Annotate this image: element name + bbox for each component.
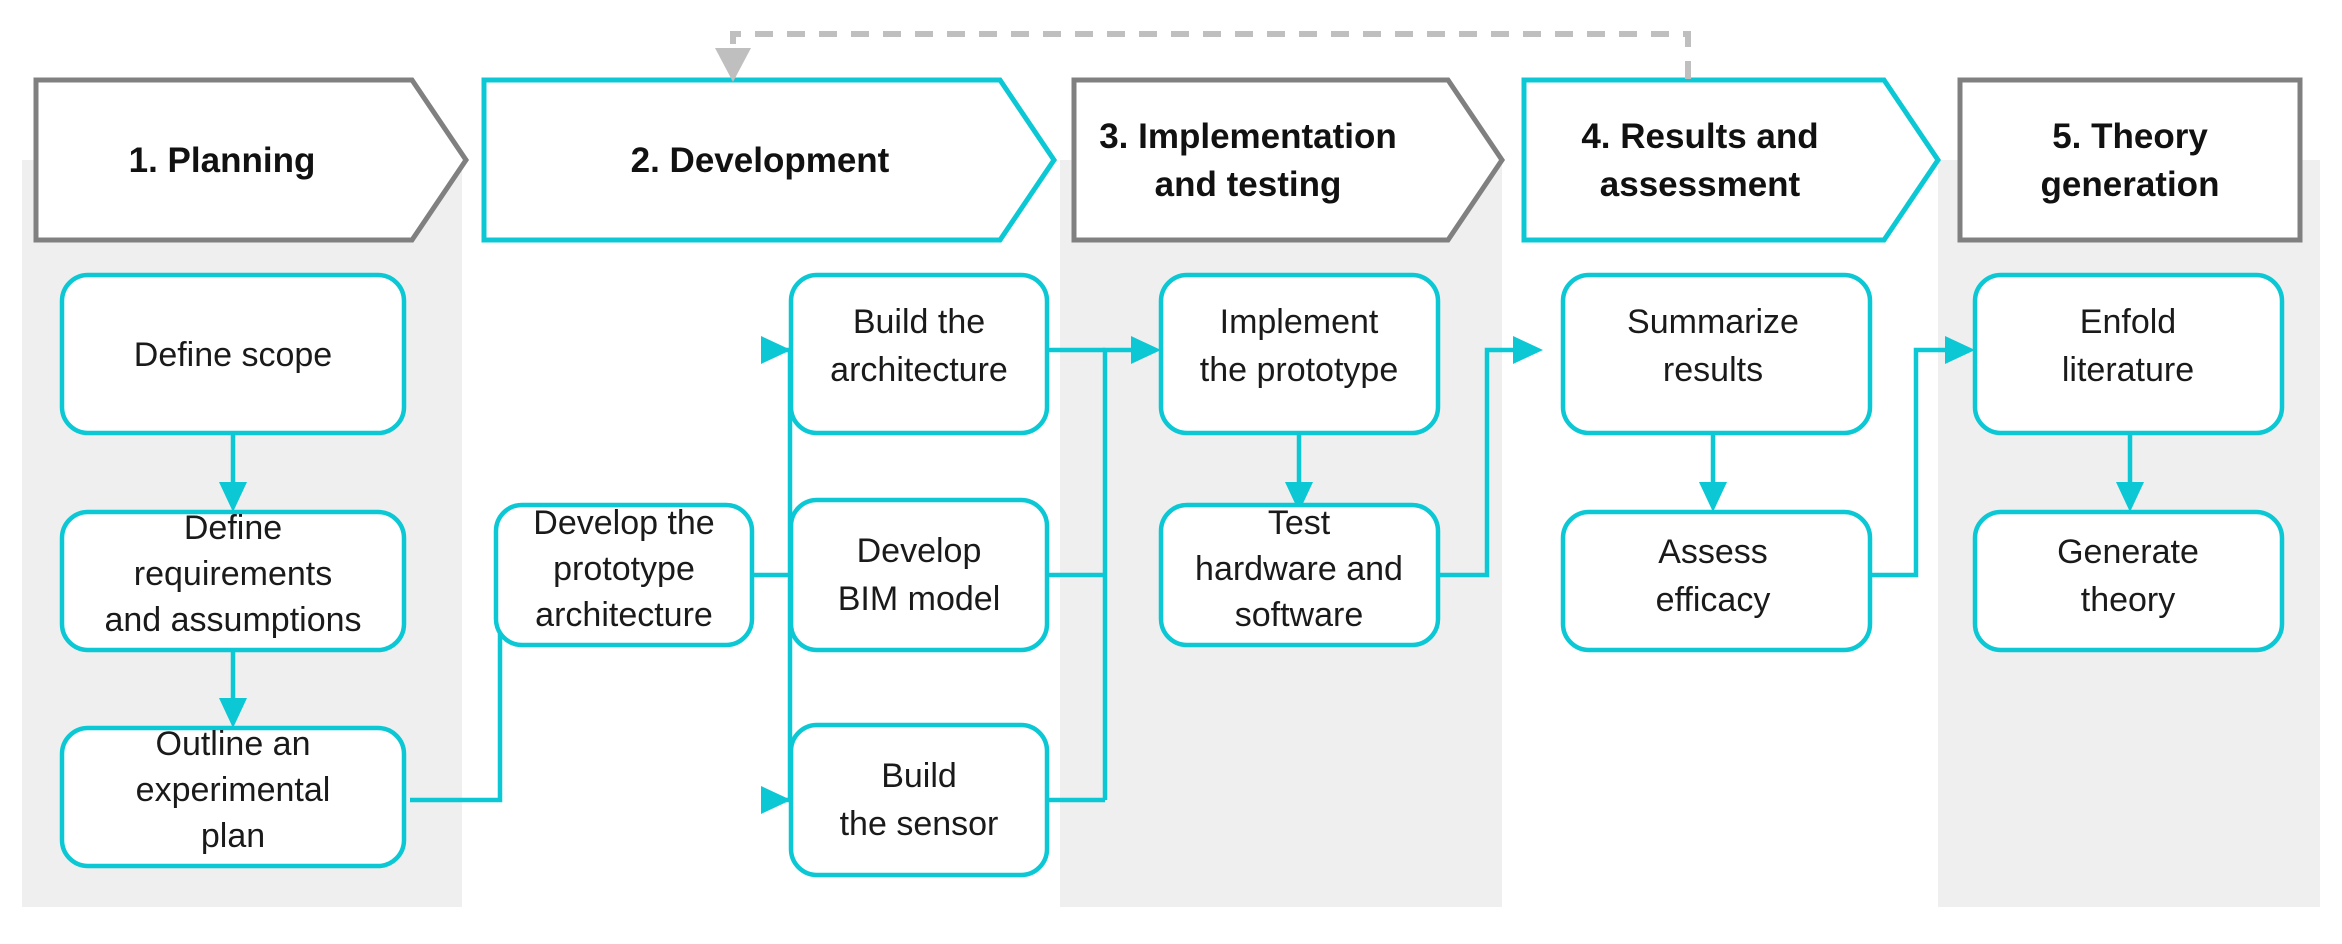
task-label-summarize-results-line-1: Summarize <box>1627 303 1799 341</box>
task-label-implement-prototype-line-2: the prototype <box>1200 351 1398 389</box>
task-box-summarize-results <box>1560 272 1873 436</box>
phase-chevron-implementation <box>1071 77 1506 243</box>
task-box-test-hw-sw <box>1158 502 1441 648</box>
task-summarize-results[interactable]: Summarize results <box>1560 272 1873 436</box>
task-box-develop-bim <box>788 497 1050 653</box>
arrowhead-icon-develop-to-sensor <box>761 786 791 814</box>
phase-header-development[interactable]: 2. Development <box>481 77 1058 243</box>
phase-header-theory[interactable]: 5. Theory generation <box>1957 77 2303 243</box>
arrowhead-icon-summarize-to-assess <box>1699 482 1727 512</box>
task-define-requirements[interactable]: Define requirements and assumptions <box>59 509 407 653</box>
task-develop-bim[interactable]: Develop BIM model <box>788 497 1050 653</box>
task-label-define-requirements-line-3: and assumptions <box>104 601 361 639</box>
task-enfold-literature[interactable]: Enfold literature <box>1972 272 2285 436</box>
connector-test-to-summarize <box>1438 347 1523 578</box>
task-label-define-requirements-line-2: requirements <box>134 555 332 593</box>
connector-develop-to-sensor <box>771 575 793 803</box>
phase-label-planning: 1. Planning <box>129 141 316 180</box>
task-box-build-architecture <box>788 272 1050 436</box>
task-develop-architecture[interactable]: Develop the prototype architecture <box>493 502 755 648</box>
task-assess-efficacy[interactable]: Assess efficacy <box>1560 509 1873 653</box>
phase-label-implementation-line-2: and testing <box>1155 165 1342 204</box>
task-box-implement-prototype <box>1158 272 1441 436</box>
phase-header-planning[interactable]: 1. Planning <box>33 77 470 243</box>
task-label-summarize-results-line-2: results <box>1663 351 1763 389</box>
phase-chevron-results <box>1521 77 1942 243</box>
arrowhead-icon-develop-to-build-arch <box>761 336 791 364</box>
phase-label-development: 2. Development <box>631 141 890 180</box>
task-box-generate-theory <box>1972 509 2285 653</box>
task-label-develop-architecture-line-2: prototype <box>553 550 695 588</box>
arrowhead-icon-enfold-to-generate <box>2116 482 2144 512</box>
feedback-arrow-path <box>730 31 1691 79</box>
task-label-enfold-literature-line-1: Enfold <box>2080 303 2176 341</box>
task-generate-theory[interactable]: Generate theory <box>1972 509 2285 653</box>
task-test-hw-sw[interactable]: Test hardware and software <box>1158 502 1441 648</box>
task-implement-prototype[interactable]: Implement the prototype <box>1158 272 1441 436</box>
task-label-outline-plan-line-1: Outline an <box>156 725 311 763</box>
phase-label-theory-line-1: 5. Theory <box>2052 117 2208 156</box>
arrowhead-icon-requirements-to-outline <box>219 698 247 728</box>
feedback-arrowhead-icon <box>715 48 751 82</box>
task-label-outline-plan-line-2: experimental <box>136 771 331 809</box>
task-label-build-sensor-line-2: the sensor <box>840 805 999 843</box>
phase-header-implementation[interactable]: 3. Implementation and testing <box>1071 77 1506 243</box>
task-label-enfold-literature-line-2: literature <box>2062 351 2194 389</box>
task-label-define-requirements-line-1: Define <box>184 509 282 547</box>
task-label-develop-architecture-line-1: Develop the <box>533 504 714 542</box>
phase-label-results-line-2: assessment <box>1600 165 1801 204</box>
connector-assess-to-enfold <box>1870 347 1955 578</box>
phase-label-results-line-1: 4. Results and <box>1581 117 1818 156</box>
arrowhead-icon-assess-to-enfold <box>1945 336 1975 364</box>
task-box-define-requirements <box>59 509 407 653</box>
task-build-architecture[interactable]: Build the architecture <box>788 272 1050 436</box>
task-label-build-sensor-line-1: Build <box>881 757 957 795</box>
connector-develop-to-build-arch <box>771 347 793 575</box>
task-box-develop-architecture <box>493 502 755 648</box>
phase-chevron-planning <box>33 77 470 243</box>
task-label-test-hw-sw-line-2: hardware and <box>1195 550 1403 588</box>
phase-chevron-development <box>481 77 1058 243</box>
task-boxes: Define scope Define requirements and ass… <box>59 272 2285 878</box>
task-box-enfold-literature <box>1972 272 2285 436</box>
phase-header-results[interactable]: 4. Results and assessment <box>1521 77 1942 243</box>
task-label-build-architecture-line-2: architecture <box>830 351 1008 389</box>
task-label-assess-efficacy-line-2: efficacy <box>1656 581 1771 619</box>
connector-dev-merge-trunk <box>1102 347 1141 800</box>
phase-headers: 1. Planning 2. Development 3. Implementa… <box>33 77 2303 243</box>
task-box-define-scope <box>59 272 407 436</box>
phase-label-implementation-line-1: 3. Implementation <box>1099 117 1397 156</box>
task-label-assess-efficacy-line-1: Assess <box>1658 533 1768 571</box>
task-label-test-hw-sw-line-3: software <box>1235 596 1364 634</box>
feedback-arrow-results-to-development <box>715 31 1691 82</box>
task-build-sensor[interactable]: Build the sensor <box>788 722 1050 878</box>
task-label-develop-architecture-line-3: architecture <box>535 596 713 634</box>
task-outline-plan[interactable]: Outline an experimental plan <box>59 725 407 869</box>
task-label-develop-bim-line-2: BIM model <box>838 580 1001 618</box>
task-define-scope[interactable]: Define scope <box>59 272 407 436</box>
task-box-build-sensor <box>788 722 1050 878</box>
phase-label-theory-line-2: generation <box>2041 165 2220 204</box>
task-label-develop-bim-line-1: Develop <box>857 532 982 570</box>
arrowhead-icon-test-to-summarize <box>1513 336 1543 364</box>
task-label-generate-theory-line-2: theory <box>2081 581 2176 619</box>
task-box-assess-efficacy <box>1560 509 1873 653</box>
arrowhead-icon-dev-merge-to-implement <box>1131 336 1161 364</box>
task-label-define-scope: Define scope <box>134 336 332 374</box>
task-label-outline-plan-line-3: plan <box>201 817 265 855</box>
arrowhead-icon-implement-to-test <box>1285 482 1313 512</box>
task-box-outline-plan <box>59 725 407 869</box>
phase-rect-theory <box>1957 77 2303 243</box>
task-label-implement-prototype-line-1: Implement <box>1220 303 1379 341</box>
task-label-generate-theory-line-1: Generate <box>2057 533 2199 571</box>
task-label-build-architecture-line-1: Build the <box>853 303 985 341</box>
arrowhead-icon-scope-to-requirements <box>219 482 247 512</box>
task-label-test-hw-sw-line-1: Test <box>1268 504 1331 542</box>
